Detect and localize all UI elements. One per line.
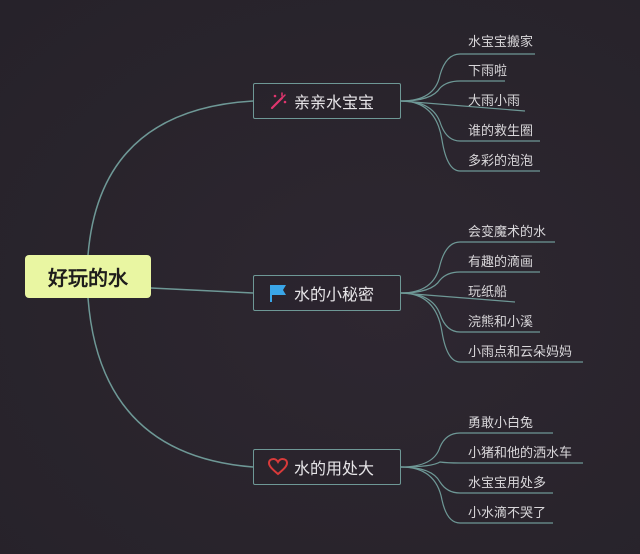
connector-root-branch-3 (87, 297, 254, 468)
connector-root-branch-2 (150, 287, 254, 294)
flag-icon (268, 283, 288, 303)
leaf-node[interactable]: 有趣的滴画 (468, 255, 534, 270)
leaf-node[interactable]: 水宝宝用处多 (468, 476, 547, 491)
leaf-node[interactable]: 多彩的泡泡 (468, 154, 534, 169)
branch-label-3: 水的用处大 (294, 459, 375, 478)
branch-label-1: 亲亲水宝宝 (294, 93, 375, 112)
leaf-node[interactable]: 谁的救生圈 (468, 124, 534, 139)
leaf-node[interactable]: 浣熊和小溪 (468, 315, 534, 330)
leaf-node[interactable]: 小雨点和云朵妈妈 (468, 345, 573, 360)
root-label: 好玩的水 (48, 266, 128, 290)
leaf-node[interactable]: 小水滴不哭了 (468, 506, 547, 521)
leaf-node[interactable]: 水宝宝搬家 (468, 35, 534, 50)
branch-node-2[interactable]: 水的小秘密 (253, 275, 401, 311)
connector-group-branch-3 (400, 432, 583, 524)
leaf-node[interactable]: 勇敢小白兔 (468, 416, 534, 431)
connector-group-branch-1 (400, 53, 540, 172)
branch-label-2: 水的小秘密 (294, 285, 375, 304)
leaf-node[interactable]: 玩纸船 (468, 285, 508, 300)
leaf-node[interactable]: 会变魔术的水 (468, 225, 547, 240)
leaf-node[interactable]: 大雨小雨 (468, 94, 521, 109)
leaf-node[interactable]: 小猪和他的洒水车 (468, 446, 573, 461)
branch-node-3[interactable]: 水的用处大 (253, 449, 401, 485)
root-node[interactable]: 好玩的水 (25, 255, 151, 298)
magic-wand-icon (268, 91, 288, 111)
connector-root-branch-1 (87, 100, 254, 256)
connector-group-branch-2 (400, 241, 583, 363)
leaf-node[interactable]: 下雨啦 (468, 64, 508, 79)
heart-icon (268, 457, 288, 477)
branch-node-1[interactable]: 亲亲水宝宝 (253, 83, 401, 119)
